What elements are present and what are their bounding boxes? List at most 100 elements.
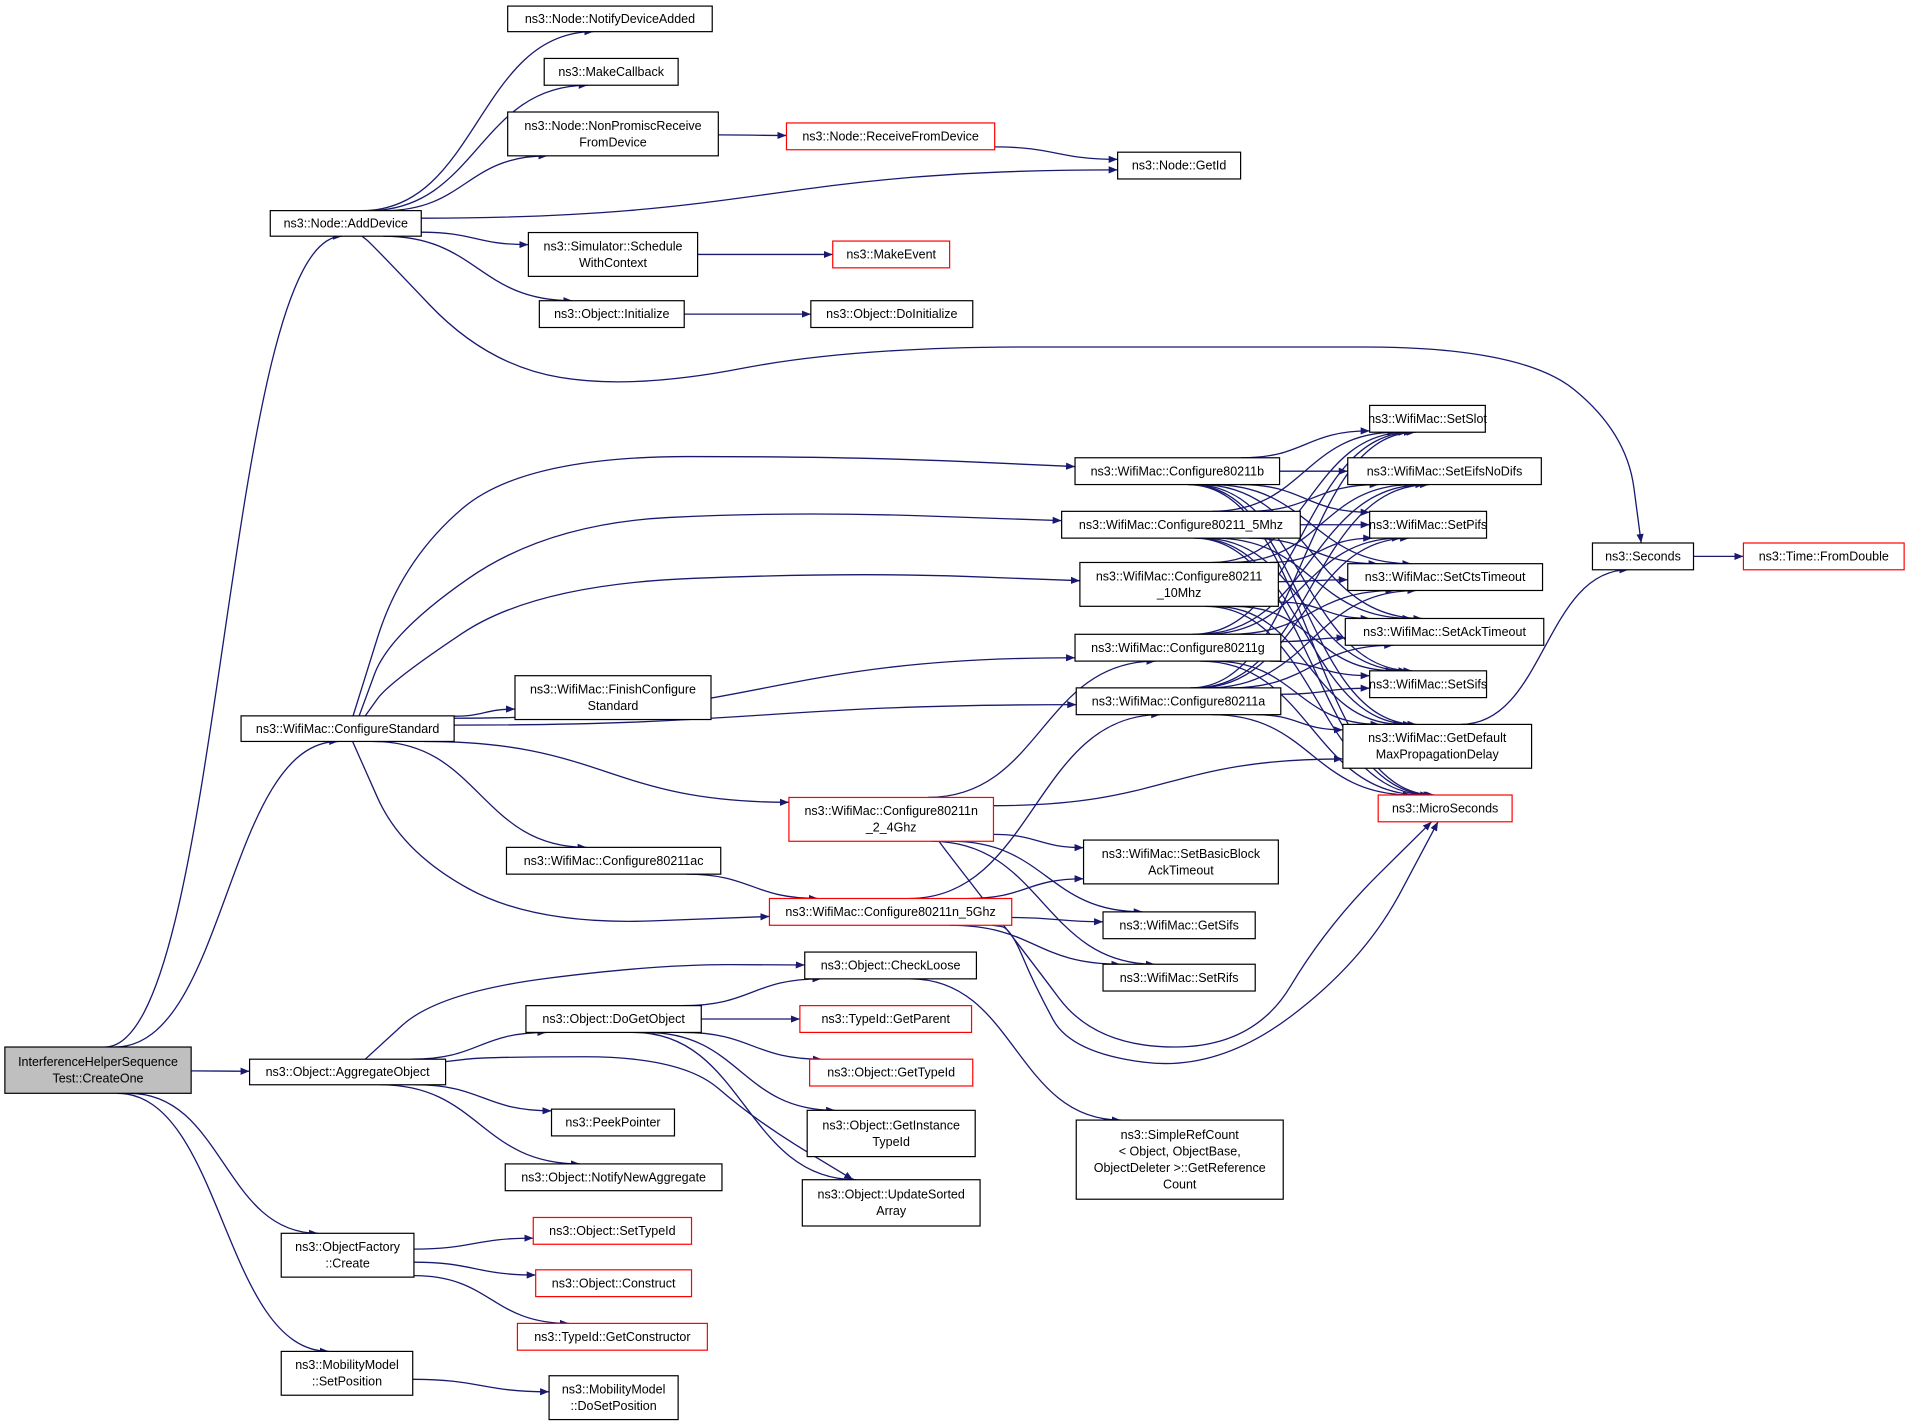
edge-c10mhz-to-setsifs (1233, 605, 1395, 675)
node-getconstructor[interactable]: ns3::TypeId::GetConstructor (516, 1322, 708, 1351)
node-root[interactable]: InterferenceHelperSequenceTest::CreateOn… (4, 1046, 192, 1094)
node-doinitialize[interactable]: ns3::Object::DoInitialize (810, 300, 974, 329)
node-configurestandard[interactable]: ns3::WifiMac::ConfigureStandard (240, 715, 455, 743)
edge-adddevice-to-makecallback (368, 81, 588, 212)
node-label: ns3::WifiMac::Configure80211n (804, 804, 978, 818)
edge-root-to-adddevice (104, 232, 343, 1048)
node-label: ns3::WifiMac::Configure80211a (1092, 694, 1266, 708)
node-simplerefcount[interactable]: ns3::SimpleRefCount< Object, ObjectBase,… (1075, 1119, 1284, 1200)
node-c80211ac[interactable]: ns3::WifiMac::Configure80211ac (505, 846, 722, 875)
node-aggregateobject[interactable]: ns3::Object::AggregateObject (248, 1058, 447, 1086)
node-objectfactorycreate[interactable]: ns3::ObjectFactory::Create (280, 1232, 415, 1278)
node-peekpointer[interactable]: ns3::PeekPointer (550, 1108, 676, 1137)
node-c80211a[interactable]: ns3::WifiMac::Configure80211a (1075, 687, 1282, 716)
node-box (280, 1350, 414, 1396)
node-label: ObjectDeleter >::GetReference (1094, 1161, 1266, 1175)
node-label: ns3::Node::NotifyDeviceAdded (525, 12, 695, 26)
edge-c80211g-to-setcts (1228, 586, 1395, 635)
edge-adddevice-to-notifydeviceadded (362, 28, 594, 212)
node-gettypeid[interactable]: ns3::Object::GetTypeId (809, 1058, 974, 1087)
node-box (280, 1232, 415, 1278)
node-dosetposition[interactable]: ns3::MobilityModel::DoSetPosition (548, 1375, 679, 1421)
node-box (525, 1005, 702, 1034)
node-box (768, 897, 1013, 926)
node-notifynewaggregate[interactable]: ns3::Object::NotifyNewAggregate (504, 1163, 723, 1192)
node-c80211g[interactable]: ns3::WifiMac::Configure80211g (1074, 633, 1282, 662)
node-label: ns3::WifiMac::GetDefault (1368, 731, 1507, 745)
edge-adddevice-to-getid (421, 166, 1118, 219)
node-label: ns3::WifiMac::SetCtsTimeout (1365, 570, 1526, 584)
node-adddevice[interactable]: ns3::Node::AddDevice (269, 210, 422, 237)
node-label: < Object, ObjectBase, (1119, 1145, 1241, 1159)
edge-c80211g-to-getdefault (1213, 660, 1380, 728)
node-checkloose[interactable]: ns3::Object::CheckLoose (804, 951, 978, 980)
edge-adddevice-to-seconds (361, 235, 1644, 544)
node-box (1347, 457, 1542, 486)
node-initialize[interactable]: ns3::Object::Initialize (538, 300, 685, 329)
node-setrifs[interactable]: ns3::WifiMac::SetRifs (1102, 963, 1256, 992)
edge-receivefromdevice-to-getid (994, 146, 1118, 163)
node-c80211b[interactable]: ns3::WifiMac::Configure80211b (1074, 457, 1281, 486)
node-construct[interactable]: ns3::Object::Construct (535, 1269, 693, 1298)
node-c24ghz[interactable]: ns3::WifiMac::Configure80211n_2_4Ghz (788, 796, 995, 842)
node-dogetobject[interactable]: ns3::Object::DoGetObject (525, 1005, 702, 1034)
node-box (1074, 457, 1281, 486)
node-label: ns3::WifiMac::Configure80211n_5Ghz (785, 905, 995, 919)
node-label: ns3::Object::AggregateObject (266, 1065, 431, 1079)
edge-c80211g-to-setslot (1192, 428, 1413, 635)
node-getsifs[interactable]: ns3::WifiMac::GetSifs (1102, 911, 1256, 940)
node-fromdouble[interactable]: ns3::Time::FromDouble (1742, 542, 1905, 571)
node-label: ns3::ObjectFactory (295, 1240, 401, 1254)
node-seteifs[interactable]: ns3::WifiMac::SetEifsNoDifs (1347, 457, 1542, 486)
node-setslot[interactable]: ns3::WifiMac::SetSlot (1368, 404, 1487, 433)
node-settypeid[interactable]: ns3::Object::SetTypeId (532, 1216, 693, 1245)
node-c5mhz[interactable]: ns3::WifiMac::Configure80211_5Mhz (1061, 510, 1301, 539)
node-label: ns3::TypeId::GetParent (821, 1012, 950, 1026)
edge-c5mhz-to-setslot (1212, 428, 1397, 512)
node-setpifs[interactable]: ns3::WifiMac::SetPifs (1369, 510, 1487, 539)
node-setcts[interactable]: ns3::WifiMac::SetCtsTimeout (1347, 563, 1544, 592)
node-getdefault[interactable]: ns3::WifiMac::GetDefaultMaxPropagationDe… (1342, 723, 1533, 769)
node-makecallback[interactable]: ns3::MakeCallback (543, 57, 679, 86)
node-label: ns3::Seconds (1605, 550, 1681, 564)
node-seconds[interactable]: ns3::Seconds (1591, 542, 1695, 571)
node-box (1347, 563, 1544, 592)
node-box (801, 1179, 981, 1227)
node-getid[interactable]: ns3::Node::GetId (1117, 151, 1242, 180)
node-label: AckTimeout (1148, 863, 1214, 877)
edge-nonpromisc-to-receivefromdevice (718, 131, 787, 140)
node-c10mhz[interactable]: ns3::WifiMac::Configure80211_10Mhz (1079, 561, 1279, 607)
node-box (788, 796, 995, 842)
node-label: ns3::WifiMac::SetEifsNoDifs (1367, 464, 1523, 478)
node-box (785, 122, 996, 151)
node-setsifs[interactable]: ns3::WifiMac::SetSifs (1369, 670, 1487, 699)
node-label: ns3::WifiMac::Configure80211 (1096, 569, 1263, 583)
edge-configurestandard-to-finishconfigure (454, 705, 515, 717)
node-getparent[interactable]: ns3::TypeId::GetParent (799, 1005, 973, 1034)
node-receivefromdevice[interactable]: ns3::Node::ReceiveFromDevice (785, 122, 996, 151)
node-box (804, 951, 978, 980)
node-notifydeviceadded[interactable]: ns3::Node::NotifyDeviceAdded (507, 5, 713, 33)
edge-c24ghz-to-microseconds (938, 821, 1433, 1048)
node-label: ns3::Object::NotifyNewAggregate (521, 1170, 706, 1184)
edge-adddevice-to-schedule (421, 231, 529, 249)
node-setposition[interactable]: ns3::MobilityModel::SetPosition (280, 1350, 414, 1396)
edge-c24ghz-to-c80211g (927, 657, 1156, 799)
edge-c80211a-to-setcts (1207, 586, 1417, 689)
edge-c10mhz-to-setslot (1211, 428, 1408, 564)
node-setack[interactable]: ns3::WifiMac::SetAckTimeout (1344, 617, 1545, 646)
node-c5ghz[interactable]: ns3::WifiMac::Configure80211n_5Ghz (768, 897, 1013, 926)
node-box (507, 5, 713, 33)
node-makeevent[interactable]: ns3::MakeEvent (832, 240, 951, 269)
node-microseconds[interactable]: ns3::MicroSeconds (1377, 794, 1513, 823)
node-label: ns3::SimpleRefCount (1121, 1128, 1240, 1142)
node-box (1082, 839, 1279, 885)
node-box (1075, 687, 1282, 716)
